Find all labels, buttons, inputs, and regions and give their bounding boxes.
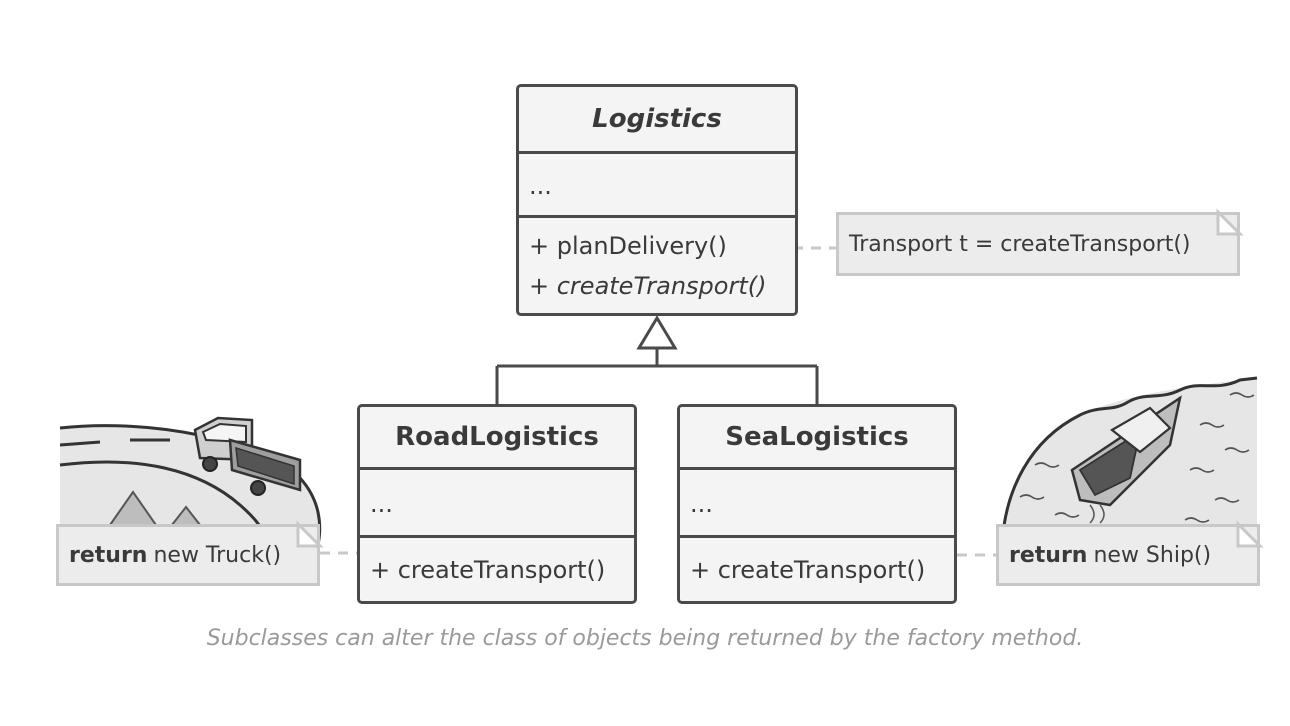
- fields-text: ...: [370, 490, 393, 518]
- class-logistics-methods: + planDelivery() + createTransport(): [519, 215, 795, 313]
- method-plan-delivery: + planDelivery(): [529, 232, 727, 260]
- truck-icon: [193, 416, 302, 496]
- return-keyword: return: [69, 542, 148, 568]
- figure-caption: Subclasses can alter the class of object…: [206, 626, 1084, 651]
- inheritance-arrow: [495, 315, 819, 406]
- boat-on-sea-illustration: [1000, 376, 1258, 546]
- class-logistics: Logistics ... + planDelivery() + createT…: [516, 84, 798, 316]
- note-road-return-text: new Truck(): [153, 542, 282, 568]
- class-sea-logistics: SeaLogistics ... + createTransport(): [677, 404, 957, 604]
- class-logistics-name: Logistics: [592, 104, 722, 134]
- note-plan-delivery-text: Transport t = createTransport(): [849, 231, 1191, 257]
- class-road-logistics-name: RoadLogistics: [395, 422, 599, 452]
- class-sea-logistics-name: SeaLogistics: [725, 422, 909, 452]
- fields-text: ...: [690, 490, 713, 518]
- truck-on-road-illustration: [59, 416, 322, 546]
- class-road-logistics: RoadLogistics ... + createTransport(): [357, 404, 637, 604]
- boat-icon: [1070, 395, 1182, 524]
- note-sea-return-text: new Ship(): [1093, 542, 1212, 568]
- method-create-transport: + createTransport(): [529, 272, 767, 300]
- note-sea-return: return new Ship(): [996, 524, 1260, 586]
- method-create-transport: + createTransport(): [690, 556, 926, 584]
- class-sea-logistics-methods: + createTransport(): [680, 535, 954, 601]
- method-create-transport: + createTransport(): [370, 556, 606, 584]
- class-road-logistics-fields: ...: [360, 467, 634, 535]
- note-road-return: return new Truck(): [56, 524, 320, 586]
- class-logistics-fields: ...: [519, 151, 795, 215]
- class-road-logistics-methods: + createTransport(): [360, 535, 634, 601]
- return-keyword: return: [1009, 542, 1088, 568]
- class-sea-logistics-fields: ...: [680, 467, 954, 535]
- fields-text: ...: [529, 172, 552, 200]
- note-plan-delivery: Transport t = createTransport(): [836, 212, 1240, 276]
